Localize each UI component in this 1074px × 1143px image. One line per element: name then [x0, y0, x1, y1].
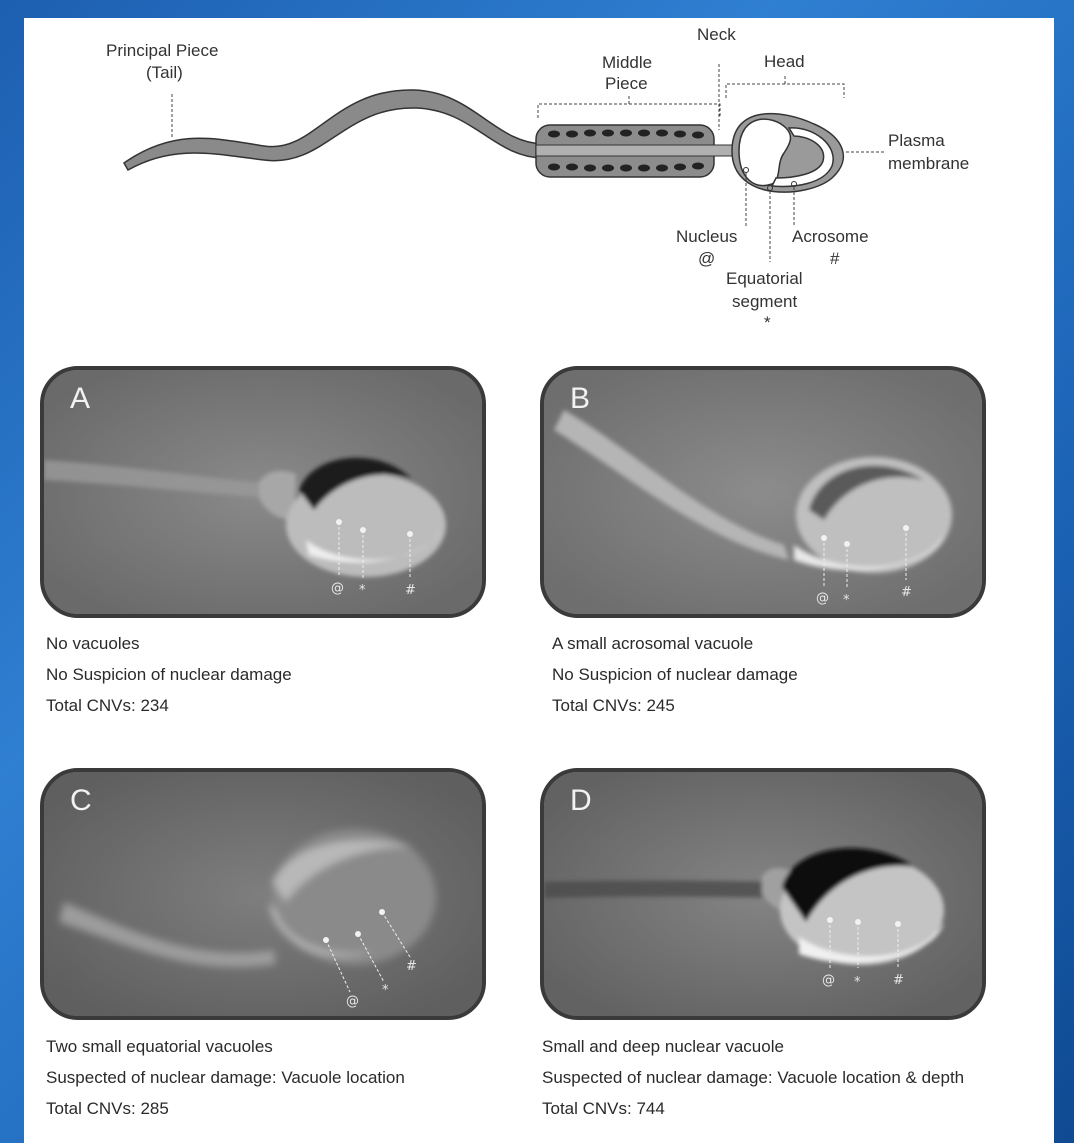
panel-a-marker-acrosome: # [405, 583, 416, 598]
panel-b-marker-equatorial: * [843, 593, 850, 608]
panel-d-caption: Small and deep nuclear vacuole Suspected… [542, 1031, 964, 1124]
panel-d: @ * # D [540, 768, 986, 1020]
panel-c-letter: C [70, 784, 92, 818]
panel-a-marker-equatorial: * [359, 583, 366, 598]
label-middle: Middle [602, 53, 652, 72]
panel-c-caption: Two small equatorial vacuoles Suspected … [46, 1031, 405, 1124]
panel-b-letter: B [570, 382, 590, 416]
figure-card: Principal Piece (Tail) Middle Piece Neck… [24, 18, 1054, 1143]
panel-b-marker-nucleus: @ [816, 591, 829, 606]
panel-d-line-1: Small and deep nuclear vacuole [542, 1031, 964, 1062]
panel-b: @ * # B [540, 366, 986, 618]
panel-c-marker-nucleus: @ [346, 994, 359, 1009]
label-acrosome: Acrosome [792, 227, 869, 246]
panel-b-caption: A small acrosomal vacuole No Suspicion o… [552, 628, 798, 721]
label-equatorial: Equatorial [726, 269, 803, 288]
label-head: Head [764, 52, 805, 71]
label-plasma: Plasma [888, 131, 945, 150]
label-acrosome-mark: # [830, 249, 840, 268]
label-neck: Neck [697, 25, 736, 44]
label-nucleus-mark: @ [698, 249, 715, 268]
panel-a-letter: A [70, 382, 90, 416]
panel-c-marker-acrosome: # [406, 959, 417, 974]
panel-b-line-1: A small acrosomal vacuole [552, 628, 798, 659]
panel-a-caption: No vacuoles No Suspicion of nuclear dama… [46, 628, 292, 721]
label-equatorial-mark: * [764, 313, 771, 332]
sperm-anatomy-diagram: Principal Piece (Tail) Middle Piece Neck… [24, 18, 1054, 363]
label-tail: (Tail) [146, 63, 183, 82]
panel-d-letter: D [570, 784, 592, 818]
label-principal-piece: Principal Piece [106, 41, 218, 60]
panel-c-line-2: Suspected of nuclear damage: Vacuole loc… [46, 1062, 405, 1093]
panel-d-line-2: Suspected of nuclear damage: Vacuole loc… [542, 1062, 964, 1093]
label-piece: Piece [605, 74, 648, 93]
panel-d-marker-equatorial: * [854, 975, 861, 990]
panel-b-line-2: No Suspicion of nuclear damage [552, 659, 798, 690]
panel-c: @ * # C [40, 768, 486, 1020]
label-segment: segment [732, 292, 797, 311]
label-nucleus: Nucleus [676, 227, 737, 246]
panel-a-line-3: Total CNVs: 234 [46, 690, 292, 721]
panel-d-marker-nucleus: @ [822, 973, 835, 988]
panel-a-line-1: No vacuoles [46, 628, 292, 659]
panel-a-line-2: No Suspicion of nuclear damage [46, 659, 292, 690]
panel-c-line-1: Two small equatorial vacuoles [46, 1031, 405, 1062]
panel-a: @ * # A [40, 366, 486, 618]
panel-b-line-3: Total CNVs: 245 [552, 690, 798, 721]
panel-a-marker-nucleus: @ [331, 581, 344, 596]
label-membrane: membrane [888, 154, 969, 173]
panel-c-marker-equatorial: * [382, 983, 389, 998]
panel-b-marker-acrosome: # [901, 585, 912, 600]
panel-d-marker-acrosome: # [893, 973, 904, 988]
panel-c-line-3: Total CNVs: 285 [46, 1093, 405, 1124]
tail-shape [124, 90, 544, 170]
panel-d-line-3: Total CNVs: 744 [542, 1093, 964, 1124]
